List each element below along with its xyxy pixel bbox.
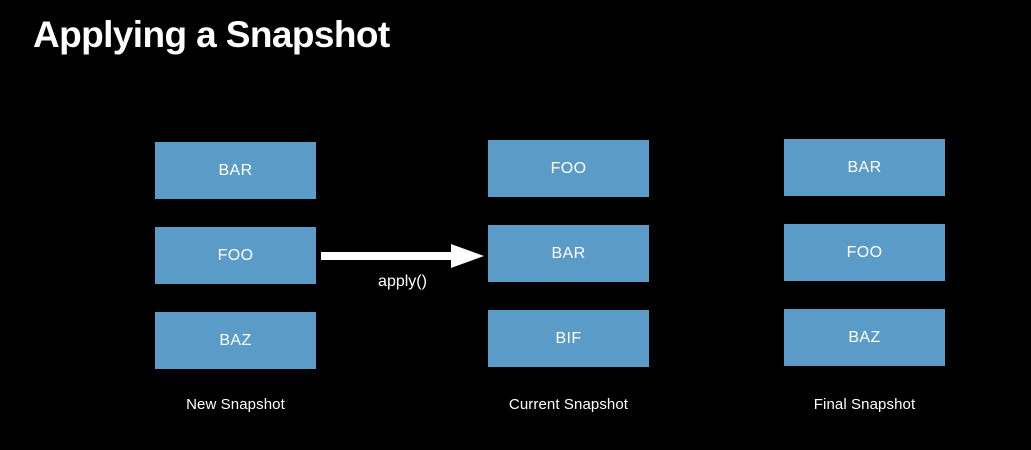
snapshot-stack-new: BAR FOO BAZ bbox=[155, 142, 316, 369]
snapshot-item: BIF bbox=[488, 310, 649, 367]
snapshot-column-caption: New Snapshot bbox=[186, 396, 285, 413]
snapshot-stack-current: FOO BAR BIF bbox=[488, 140, 649, 367]
snapshot-column-current: FOO BAR BIF Current Snapshot bbox=[488, 140, 649, 413]
snapshot-column-new: BAR FOO BAZ New Snapshot bbox=[155, 142, 316, 413]
snapshot-column-caption: Current Snapshot bbox=[508, 396, 629, 413]
snapshot-item: BAZ bbox=[155, 312, 316, 369]
arrow-right-icon bbox=[321, 244, 484, 268]
snapshot-stack-final: BAR FOO BAZ bbox=[784, 139, 945, 366]
snapshot-item: FOO bbox=[488, 140, 649, 197]
snapshot-item: FOO bbox=[155, 227, 316, 284]
apply-arrow-group: apply() bbox=[321, 240, 484, 296]
snapshot-item: BAR bbox=[155, 142, 316, 199]
snapshot-item: BAR bbox=[488, 225, 649, 282]
snapshot-column-caption: Final Snapshot bbox=[813, 396, 916, 413]
page-title: Applying a Snapshot bbox=[33, 14, 390, 55]
apply-arrow-label: apply() bbox=[378, 273, 427, 290]
snapshot-item: BAZ bbox=[784, 309, 945, 366]
snapshot-item: BAR bbox=[784, 139, 945, 196]
snapshot-item: FOO bbox=[784, 224, 945, 281]
snapshot-column-final: BAR FOO BAZ Final Snapshot bbox=[784, 139, 945, 413]
